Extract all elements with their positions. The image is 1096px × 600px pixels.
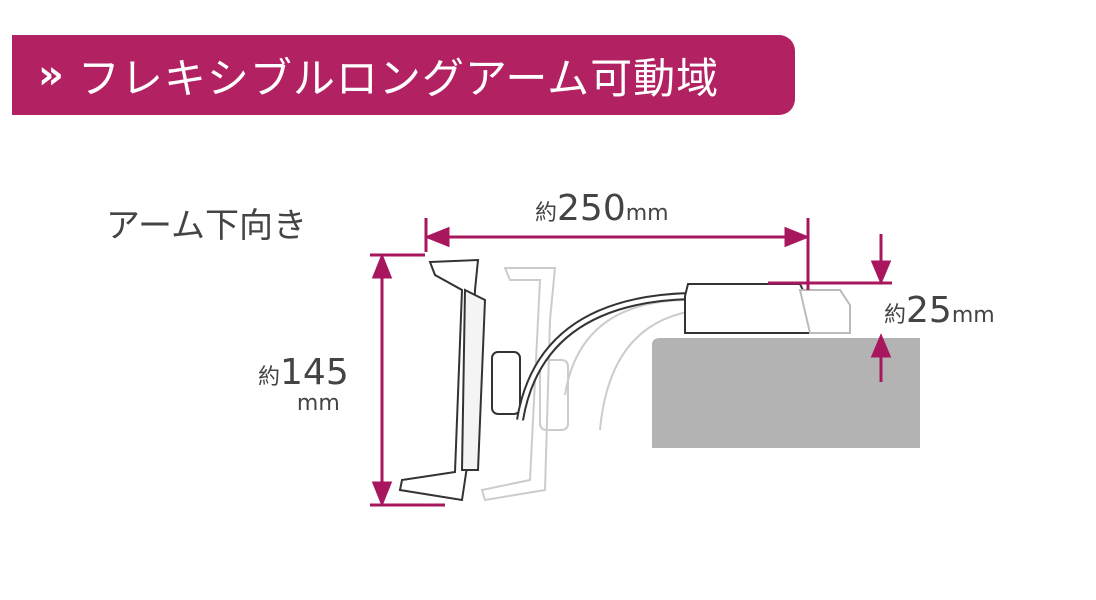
- width-prefix: 約: [535, 201, 558, 226]
- double-chevron-right-icon: »: [38, 52, 64, 98]
- width-unit: mm: [625, 201, 669, 226]
- section-banner: » フレキシブルロングアーム可動域: [12, 35, 795, 115]
- height-dimension-label: 約145 mm: [258, 355, 349, 415]
- width-value: 250: [557, 188, 626, 229]
- height-value: 145: [280, 352, 349, 393]
- desk: [652, 338, 920, 448]
- banner-title: フレキシブルロングアーム可動域: [77, 53, 720, 103]
- depth-dimension-label: 約25mm: [884, 290, 995, 331]
- height-unit: mm: [296, 391, 340, 416]
- depth-unit: mm: [951, 303, 995, 328]
- dimension-lines: [370, 218, 892, 508]
- width-dimension-label: 約250mm: [535, 188, 669, 229]
- height-prefix: 約: [258, 365, 281, 390]
- tablet-holder: [398, 258, 521, 502]
- depth-prefix: 約: [884, 303, 907, 328]
- depth-value: 25: [906, 290, 952, 331]
- orientation-label: アーム下向き: [106, 206, 307, 246]
- mount-base: [684, 283, 851, 334]
